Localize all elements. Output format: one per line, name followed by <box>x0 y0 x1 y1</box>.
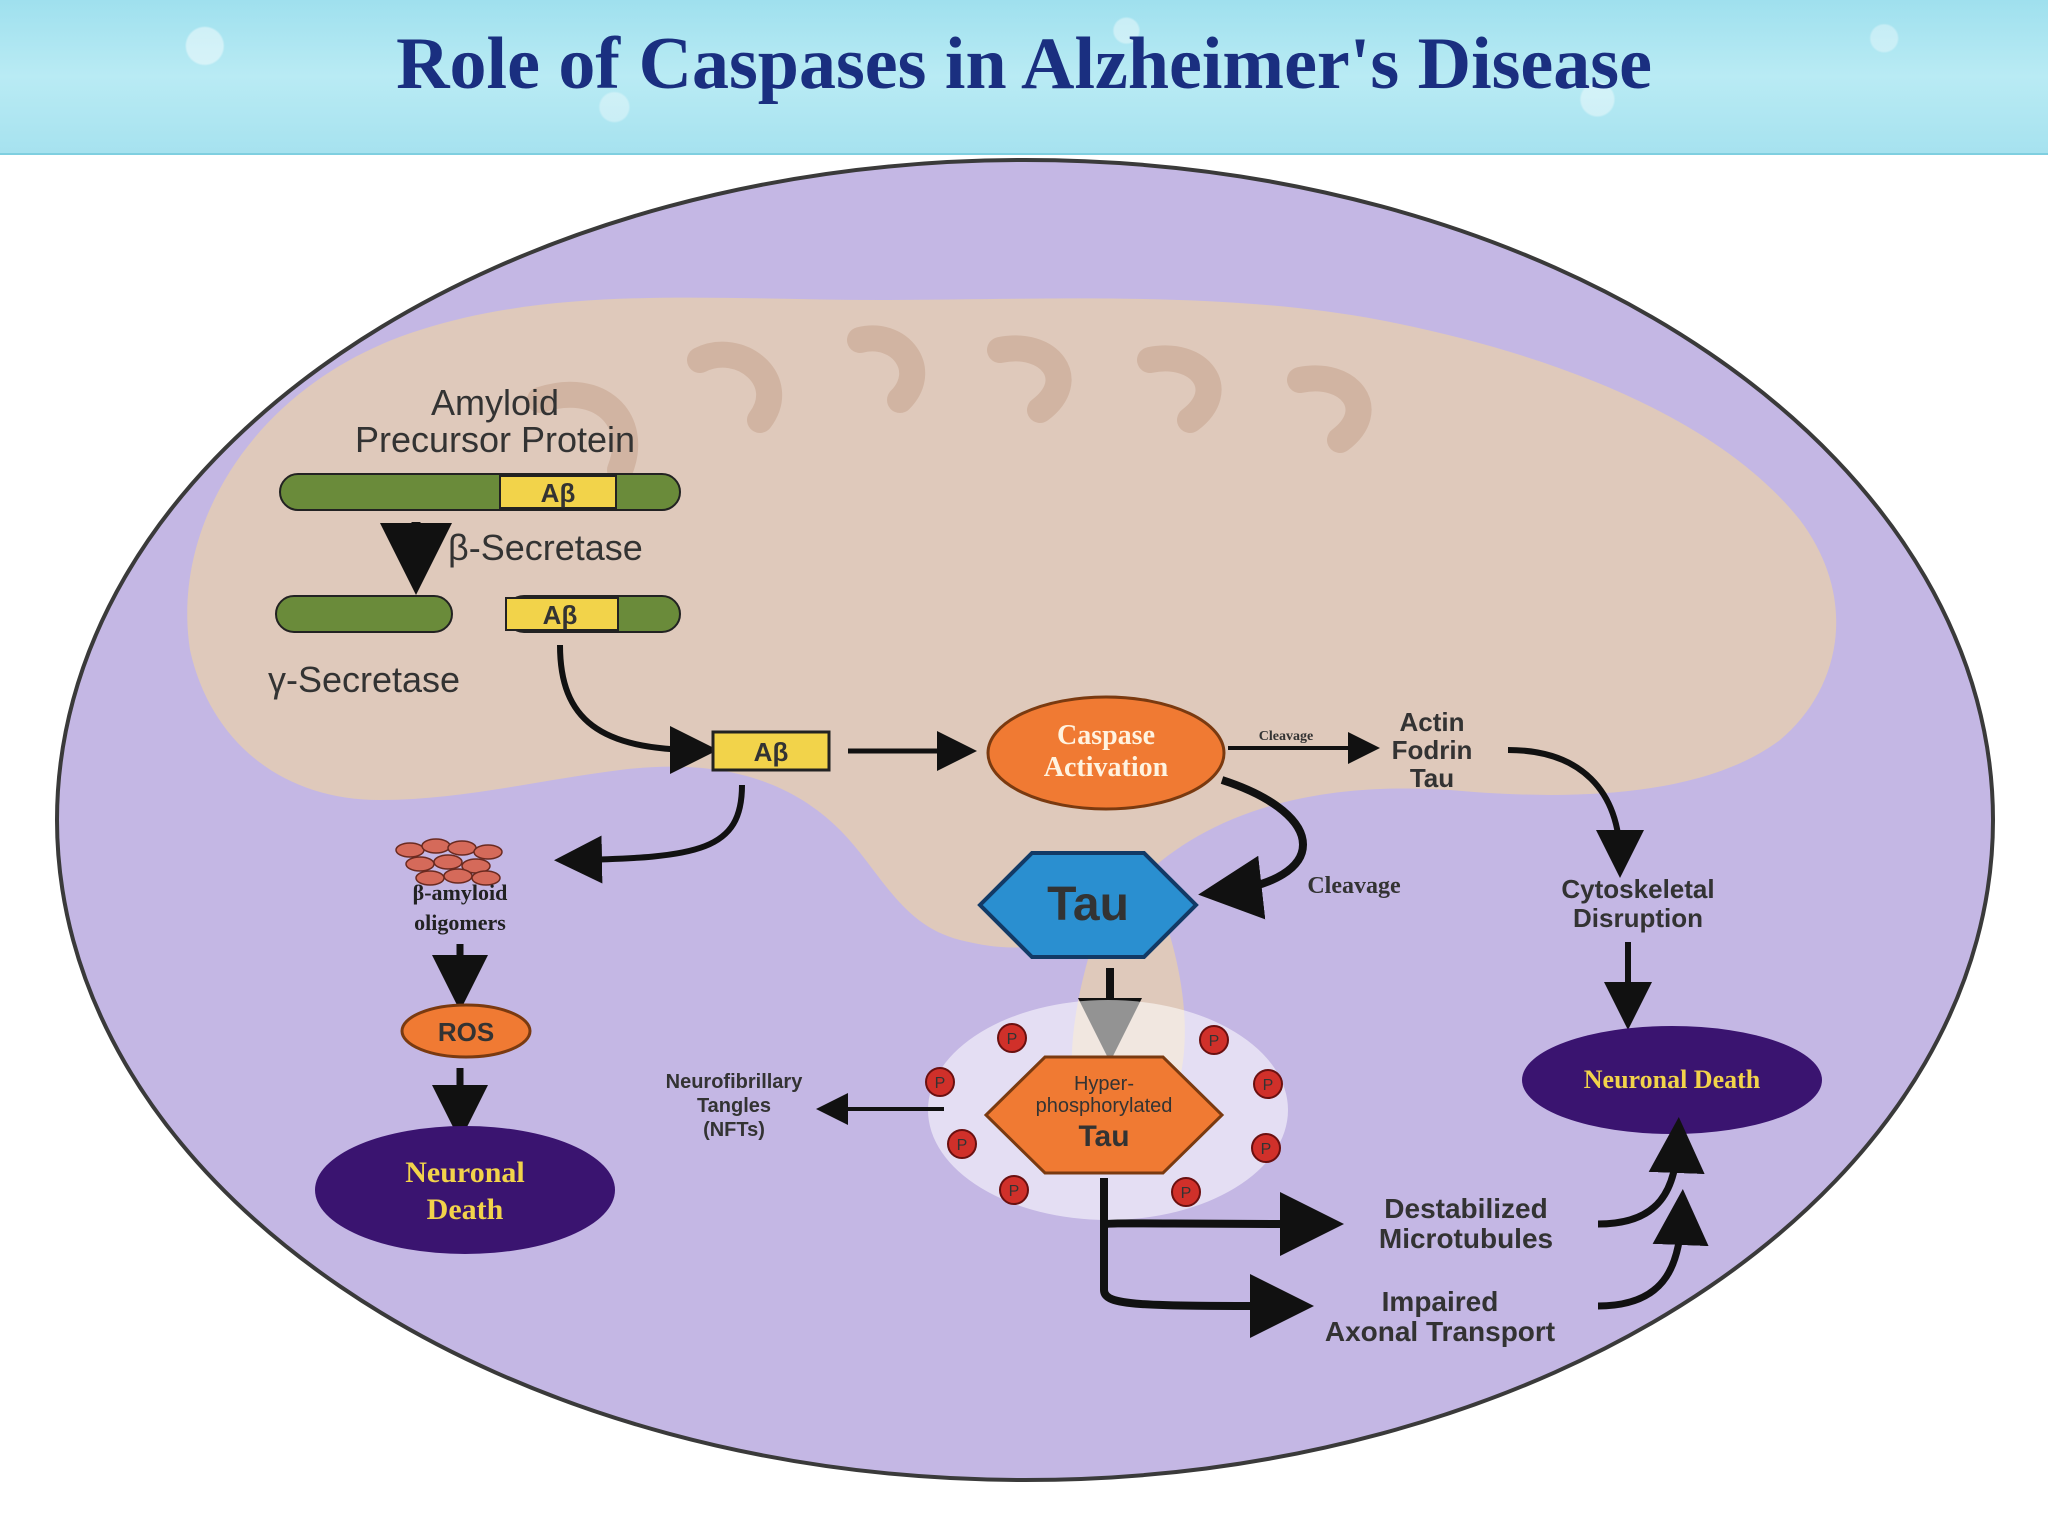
caspase-label-1: Caspase <box>1057 720 1155 751</box>
hyper-tau-node <box>983 1055 1225 1175</box>
abeta-to-oligomers-arrow <box>554 784 745 884</box>
hyper-tau-label-2: phosphorylated <box>1036 1095 1173 1117</box>
target-fodrin: Fodrin <box>1392 735 1473 765</box>
beta-secretase-label: β-Secretase <box>448 527 643 568</box>
app-label: Amyloid <box>431 382 559 423</box>
small-cleavage-label: Cleavage <box>1259 729 1313 744</box>
destabilized-label-2: Microtubules <box>1379 1223 1553 1254</box>
phospho-5: P <box>957 1137 968 1154</box>
phospho-4: P <box>1263 1077 1274 1094</box>
app-abeta-segment: Aβ <box>541 478 576 508</box>
abeta-peptide-box <box>711 730 831 772</box>
cleaved-abeta-segment: Aβ <box>543 600 578 630</box>
gamma-secretase-label: γ-Secretase <box>268 659 460 700</box>
phospho-8: P <box>1181 1185 1192 1202</box>
caspase-to-tau-arrow <box>1198 776 1307 920</box>
title-banner <box>0 0 2048 155</box>
tau-node <box>977 851 1199 959</box>
gamma-secretase-arrow <box>557 644 718 774</box>
destabilized-label-1: Destabilized <box>1384 1193 1547 1224</box>
ros-node <box>400 1003 532 1059</box>
neuronal-death-left-label-1: Neuronal <box>405 1156 524 1189</box>
cytoskeletal-label-1: Cytoskeletal <box>1561 874 1714 904</box>
abeta-peptide-label: Aβ <box>754 737 789 767</box>
app-label-2: Precursor Protein <box>355 419 635 460</box>
phospho-3: P <box>935 1075 946 1092</box>
tau-node-label: Tau <box>1047 878 1129 931</box>
neuronal-death-left <box>315 1126 615 1254</box>
tau-cleavage-label: Cleavage <box>1307 873 1401 899</box>
targets-to-cytoskeletal-arrow <box>1507 747 1644 878</box>
nft-label-2: Tangles <box>697 1095 771 1117</box>
oligomer-label-2: oligomers <box>414 910 506 935</box>
neuronal-death-right-label: Neuronal Death <box>1584 1065 1761 1094</box>
hyper-tau-label-1: Hyper- <box>1074 1073 1134 1095</box>
hyper-to-impaired-arrow <box>1100 1225 1314 1338</box>
impaired-label-2: Axonal Transport <box>1325 1316 1555 1347</box>
neuronal-death-left-label-2: Death <box>427 1193 504 1226</box>
phosphate-groups: P P P P P P P P <box>925 1023 1283 1207</box>
oligomer-cluster-icon <box>395 838 503 886</box>
impaired-label-1: Impaired <box>1382 1286 1499 1317</box>
phospho-2: P <box>1209 1033 1220 1050</box>
slide-title: Role of Caspases in Alzheimer's Disease <box>396 23 1652 105</box>
phospho-1: P <box>1007 1031 1018 1048</box>
hyper-tau-label-3: Tau <box>1078 1120 1129 1153</box>
caspase-label-2: Activation <box>1044 752 1169 783</box>
target-tau: Tau <box>1410 763 1454 793</box>
ros-label: ROS <box>438 1017 494 1047</box>
impaired-to-death-arrow <box>1597 1189 1709 1310</box>
hyper-to-destabilized-arrow <box>1100 1178 1344 1256</box>
oligomer-label-1: β-amyloid <box>413 880 508 905</box>
cleaved-app-bars: Aβ <box>275 595 681 633</box>
caspase-activation-node <box>986 695 1226 811</box>
neuronal-death-right <box>1522 1026 1822 1134</box>
nft-label-1: Neurofibrillary <box>666 1071 804 1093</box>
target-actin: Actin <box>1400 707 1465 737</box>
phospho-6: P <box>1261 1141 1272 1158</box>
app-protein-bar: Aβ <box>279 473 681 511</box>
phospho-7: P <box>1009 1183 1020 1200</box>
cytoskeletal-label-2: Disruption <box>1573 903 1703 933</box>
nft-label-3: (NFTs) <box>703 1119 765 1141</box>
